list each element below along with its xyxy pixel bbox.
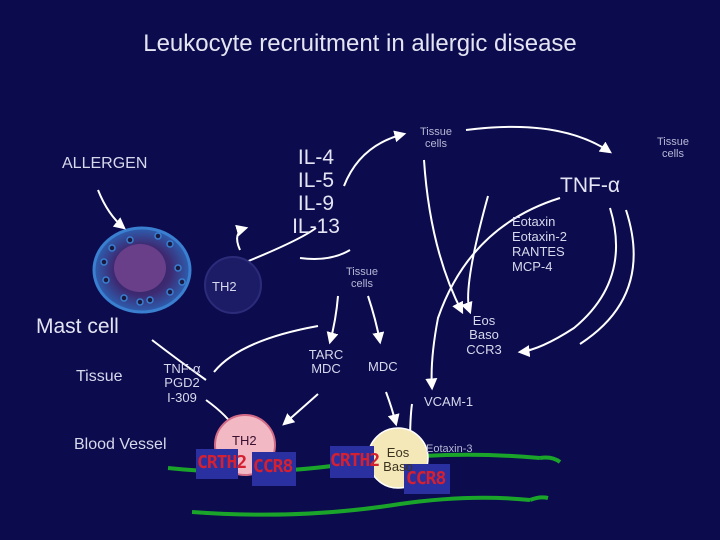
- tissue-cells-right: Tissue cells: [648, 136, 698, 160]
- arrow-tissue-to-mdc: [367, 295, 385, 345]
- tissue-cells-right-line-2: cells: [661, 148, 684, 161]
- receptor-left-graphic: [196, 449, 296, 486]
- interleukin-stack: IL-4 IL-5 IL-9 IL-13: [280, 146, 352, 238]
- mast-cell-graphic: [92, 226, 192, 314]
- arrow-mast-to-mediators: [151, 339, 207, 381]
- interleukin-2: IL-5: [297, 169, 335, 193]
- tissue-cells-mid-line-1: Tissue: [346, 266, 378, 278]
- tarc-label: TARC: [308, 347, 344, 362]
- arrow-eotaxin-to-eos: [461, 195, 489, 315]
- arrow-il-to-tissue-cells: [343, 130, 407, 187]
- tissue-cells-top: Tissue cells: [412, 126, 460, 150]
- crth2-left-label: CRTH2: [197, 452, 247, 473]
- tnf-alpha-label: TNF-α: [560, 174, 620, 197]
- eos-label-vessel: Eos: [386, 445, 410, 460]
- arrow-il-to-th2: [245, 227, 317, 263]
- tarc-mdc-stack: TARC MDC: [302, 347, 350, 377]
- arrow-tnf-to-vcam: [425, 197, 561, 391]
- interleukin-3: IL-9: [297, 192, 335, 216]
- arrow-tarc-to-th2: [282, 393, 319, 426]
- chemokine-4: MCP-4: [512, 258, 553, 274]
- chemokine-2: Eotaxin-2: [512, 228, 567, 244]
- chemokine-1: Eotaxin: [512, 214, 556, 229]
- eos-label-top: Eos: [472, 313, 496, 328]
- mdc-label-2: MDC: [368, 359, 398, 374]
- arrow-mdc-to-eos: [385, 391, 400, 427]
- arrow-th2-to-il: [235, 224, 249, 251]
- th2-bottom-label: TH2: [232, 433, 257, 448]
- receptor-right-graphic: [330, 446, 450, 494]
- tissue-label: Tissue: [76, 368, 123, 385]
- th2-top-label: TH2: [212, 279, 237, 294]
- arrow-allergen-to-mast: [97, 189, 126, 230]
- arrow-mediators-to-tissue: [213, 325, 319, 373]
- arrow-tissue-right-to-eos: [517, 207, 617, 358]
- blood-vessel-label: Blood Vessel: [74, 436, 167, 453]
- arrow-tissue-to-tnf: [465, 125, 612, 154]
- tissue-cells-right-line-1: Tissue: [657, 136, 689, 148]
- tissue-cells-mid: Tissue cells: [338, 266, 386, 290]
- allergen-label: ALLERGEN: [62, 155, 148, 172]
- interleukin-1: IL-4: [297, 146, 335, 169]
- mast-mediator-3: I-309: [167, 389, 197, 405]
- slide-title: Leukocyte recruitment in allergic diseas…: [143, 30, 577, 57]
- baso-label-vessel: Baso: [383, 459, 413, 475]
- eos-baso-vessel-stack: Eos Baso: [374, 445, 422, 475]
- ccr3-label: CCR3: [466, 341, 502, 357]
- mast-mediator-2: PGD2: [164, 375, 200, 391]
- mdc-label-1: MDC: [311, 361, 341, 377]
- ccr8-right-label: CCR8: [406, 468, 446, 489]
- tissue-cells-mid-line-2: cells: [350, 278, 373, 291]
- arrow-tissue-to-il: [299, 249, 351, 260]
- mast-mediator-stack: TNF-α PGD2 I-309: [150, 361, 214, 405]
- arrows: [97, 125, 635, 447]
- tissue-cells-top-line-1: Tissue: [420, 126, 452, 138]
- arrow-tissue-to-tarc: [326, 295, 339, 345]
- chemokine-3: RANTES: [512, 243, 565, 259]
- mast-mediator-1: TNF-α: [163, 361, 201, 376]
- crth2-right-label: CRTH2: [330, 450, 380, 471]
- th2-cell-top-graphic: [204, 256, 262, 314]
- eotaxin3-label: Eotaxin-3: [426, 443, 473, 455]
- chemokine-stack: Eotaxin Eotaxin-2 RANTES MCP-4: [512, 214, 567, 275]
- interleukin-4: IL-13: [292, 215, 340, 239]
- tissue-cells-top-line-2: cells: [424, 138, 447, 151]
- mast-cell-label: Mast cell: [36, 315, 119, 338]
- ccr8-left-label: CCR8: [253, 456, 293, 477]
- arrow-tissue-right-curve: [579, 209, 635, 345]
- baso-label-top: Baso: [469, 327, 499, 343]
- eos-baso-ccr3-stack: Eos Baso CCR3: [462, 313, 506, 357]
- arrow-tissue-to-eos: [423, 159, 464, 315]
- vcam1-label: VCAM-1: [424, 394, 474, 409]
